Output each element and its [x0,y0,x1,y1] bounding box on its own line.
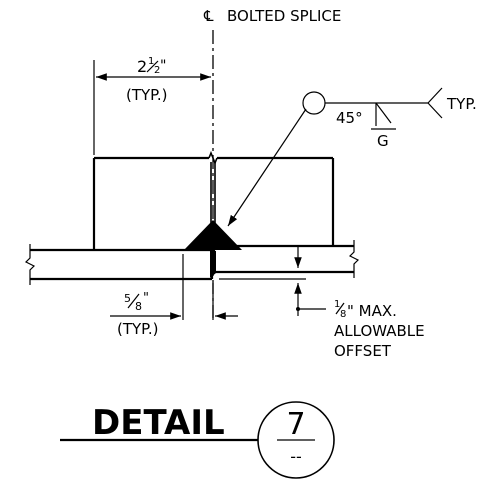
dim-top-inch: " [160,58,166,74]
weld-tail-lower [427,102,443,119]
offset-num: 1 [334,299,340,310]
detail-bubble [257,401,335,479]
centerline-symbol: ℄ [203,7,214,25]
offset-note-line3: OFFSET [334,342,392,360]
left-flange-break-mark [24,244,36,285]
offset-leader-dot [296,307,300,311]
weld-tail-typ: TYP. [446,95,477,113]
dim-top-typ: (TYP.) [126,86,168,104]
dim-top-num: 1 [148,56,154,67]
dim-bottom-typ: (TYP.) [117,320,159,338]
detail-sheet: -- [290,447,302,466]
weld-root-fill [210,251,216,278]
dim-bottom-inch: " [143,291,149,306]
detail-title: DETAIL [92,403,225,443]
right-flange-break-mark [348,240,360,278]
weld-angle: 45° [336,109,363,127]
offset-den: 8 [340,309,346,320]
dim-bottom-num: 5 [124,292,131,305]
weld-leader-line [227,108,307,227]
centerline-label: BOLTED SPLICE [227,7,341,25]
detail-number: 7 [286,407,305,442]
dim-bottom-den: 8 [135,300,142,313]
offset-note-line2: ALLOWABLE [334,322,425,340]
weld-tail-upper [427,87,443,104]
dim-top-whole: 2 [137,57,147,76]
weld-all-around-circle [302,91,326,115]
fillet-weld [184,220,242,250]
offset-note-line1: " MAX. [347,302,397,320]
plate-break-mark [208,150,218,166]
dim-top-fraction-bar [146,60,159,73]
weld-groove-label: G [377,132,389,150]
dim-top-den: 2 [154,65,160,76]
dim-bottom-fraction-bar [127,293,140,309]
weld-symbol-bevel [375,102,392,124]
offset-fraction-bar [335,302,345,315]
